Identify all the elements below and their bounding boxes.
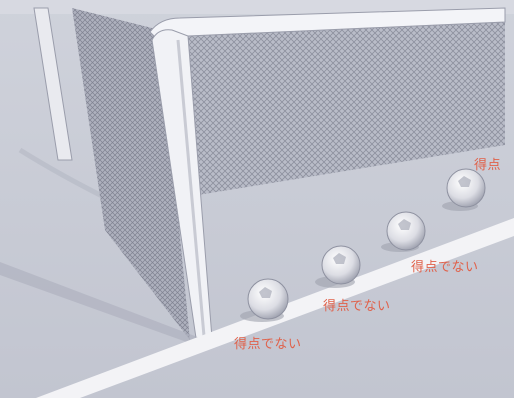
no-goal-label-2: 得点でない [323, 299, 391, 314]
ball-3 [386, 211, 426, 251]
no-goal-label-3: 得点でない [411, 260, 479, 275]
goal-label: 得点 [474, 158, 502, 173]
ball-1 [247, 278, 289, 320]
no-goal-label-1: 得点でない [234, 337, 302, 352]
ball-4 [446, 168, 486, 208]
back-net [160, 8, 505, 195]
far-goal-post [18, 7, 112, 203]
ball-2 [321, 245, 361, 285]
